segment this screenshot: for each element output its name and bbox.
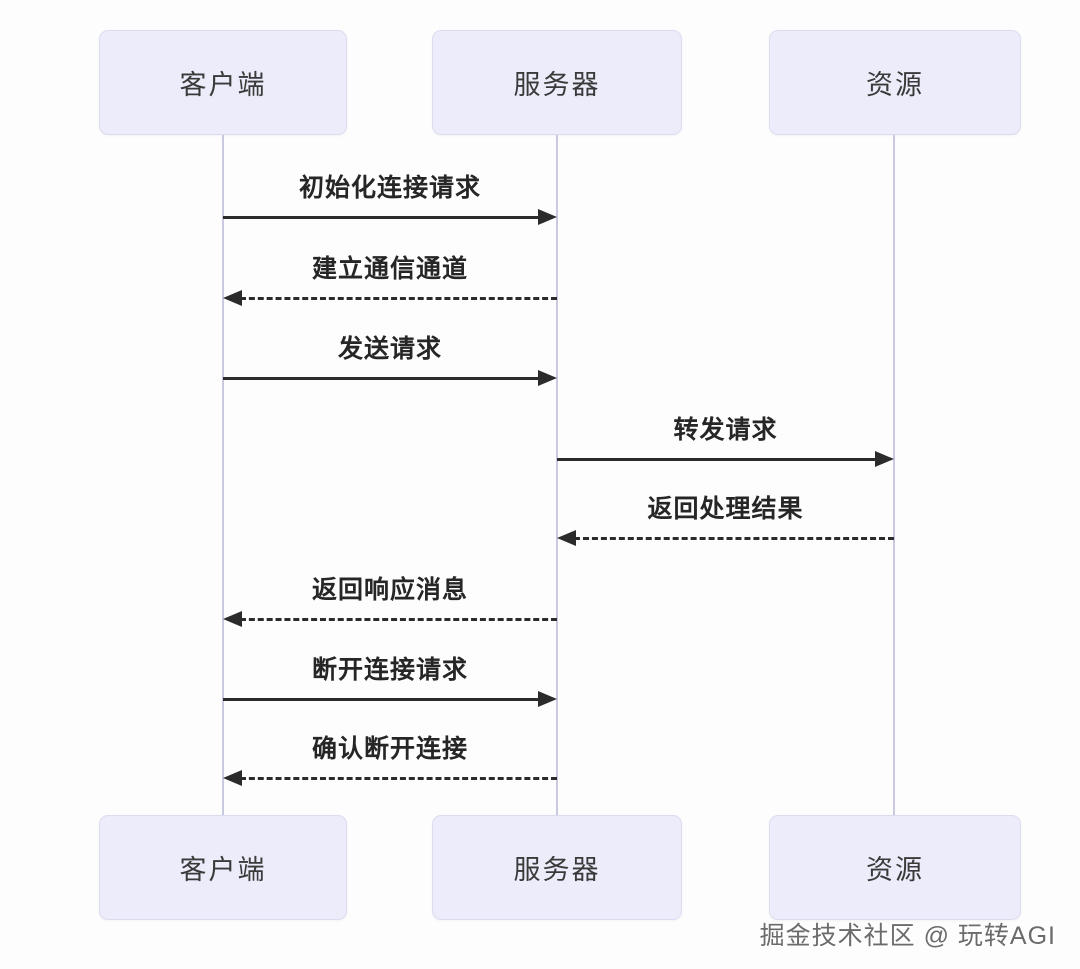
message-return-response: 返回响应消息	[223, 571, 557, 627]
arrowhead-right-icon	[538, 370, 557, 386]
message-send-request: 发送请求	[223, 330, 557, 386]
message-return-processing-result: 返回处理结果	[557, 490, 894, 546]
arrow-line	[240, 297, 557, 300]
message-label: 发送请求	[337, 335, 442, 363]
message-confirm-disconnect: 确认断开连接	[223, 730, 557, 786]
participant-label-client: 客户端	[179, 855, 267, 885]
arrowhead-right-icon	[875, 451, 894, 467]
lifeline-server	[556, 135, 558, 815]
arrow-line	[574, 537, 894, 540]
arrowhead-left-icon	[557, 530, 576, 546]
watermark: 掘金技术社区 @ 玩转AGI	[759, 922, 1056, 950]
message-establish-channel: 建立通信通道	[223, 250, 557, 306]
message-label: 建立通信通道	[311, 255, 468, 283]
arrowhead-left-icon	[223, 290, 242, 306]
participant-box-server-bottom: 服务器	[432, 815, 682, 920]
message-label: 转发请求	[673, 416, 778, 444]
message-forward-request: 转发请求	[557, 411, 894, 467]
message-disconnect-request: 断开连接请求	[223, 651, 557, 707]
arrow-line	[223, 216, 540, 219]
arrow-line	[223, 698, 540, 701]
message-init-connection-request: 初始化连接请求	[223, 169, 557, 225]
arrow-line	[223, 377, 540, 380]
arrow-line	[240, 777, 557, 780]
participant-box-resource-bottom: 资源	[769, 815, 1021, 920]
participant-box-resource-top: 资源	[769, 30, 1021, 135]
participant-box-client-bottom: 客户端	[99, 815, 347, 920]
participant-label-resource: 资源	[866, 70, 924, 100]
lifeline-resource	[893, 135, 895, 815]
arrowhead-left-icon	[223, 611, 242, 627]
message-label: 返回响应消息	[311, 576, 468, 604]
arrow-line	[557, 458, 877, 461]
arrowhead-left-icon	[223, 770, 242, 786]
message-label: 确认断开连接	[311, 735, 468, 763]
message-label: 断开连接请求	[311, 656, 468, 684]
participant-label-resource: 资源	[866, 855, 924, 885]
participant-label-server: 服务器	[513, 855, 601, 885]
arrowhead-right-icon	[538, 209, 557, 225]
arrow-line	[240, 618, 557, 621]
participant-label-client: 客户端	[179, 70, 267, 100]
participant-label-server: 服务器	[513, 70, 601, 100]
arrowhead-right-icon	[538, 691, 557, 707]
lifeline-client	[222, 135, 224, 815]
message-label: 返回处理结果	[647, 495, 804, 523]
participant-box-client-top: 客户端	[99, 30, 347, 135]
participant-box-server-top: 服务器	[432, 30, 682, 135]
message-label: 初始化连接请求	[298, 174, 481, 202]
